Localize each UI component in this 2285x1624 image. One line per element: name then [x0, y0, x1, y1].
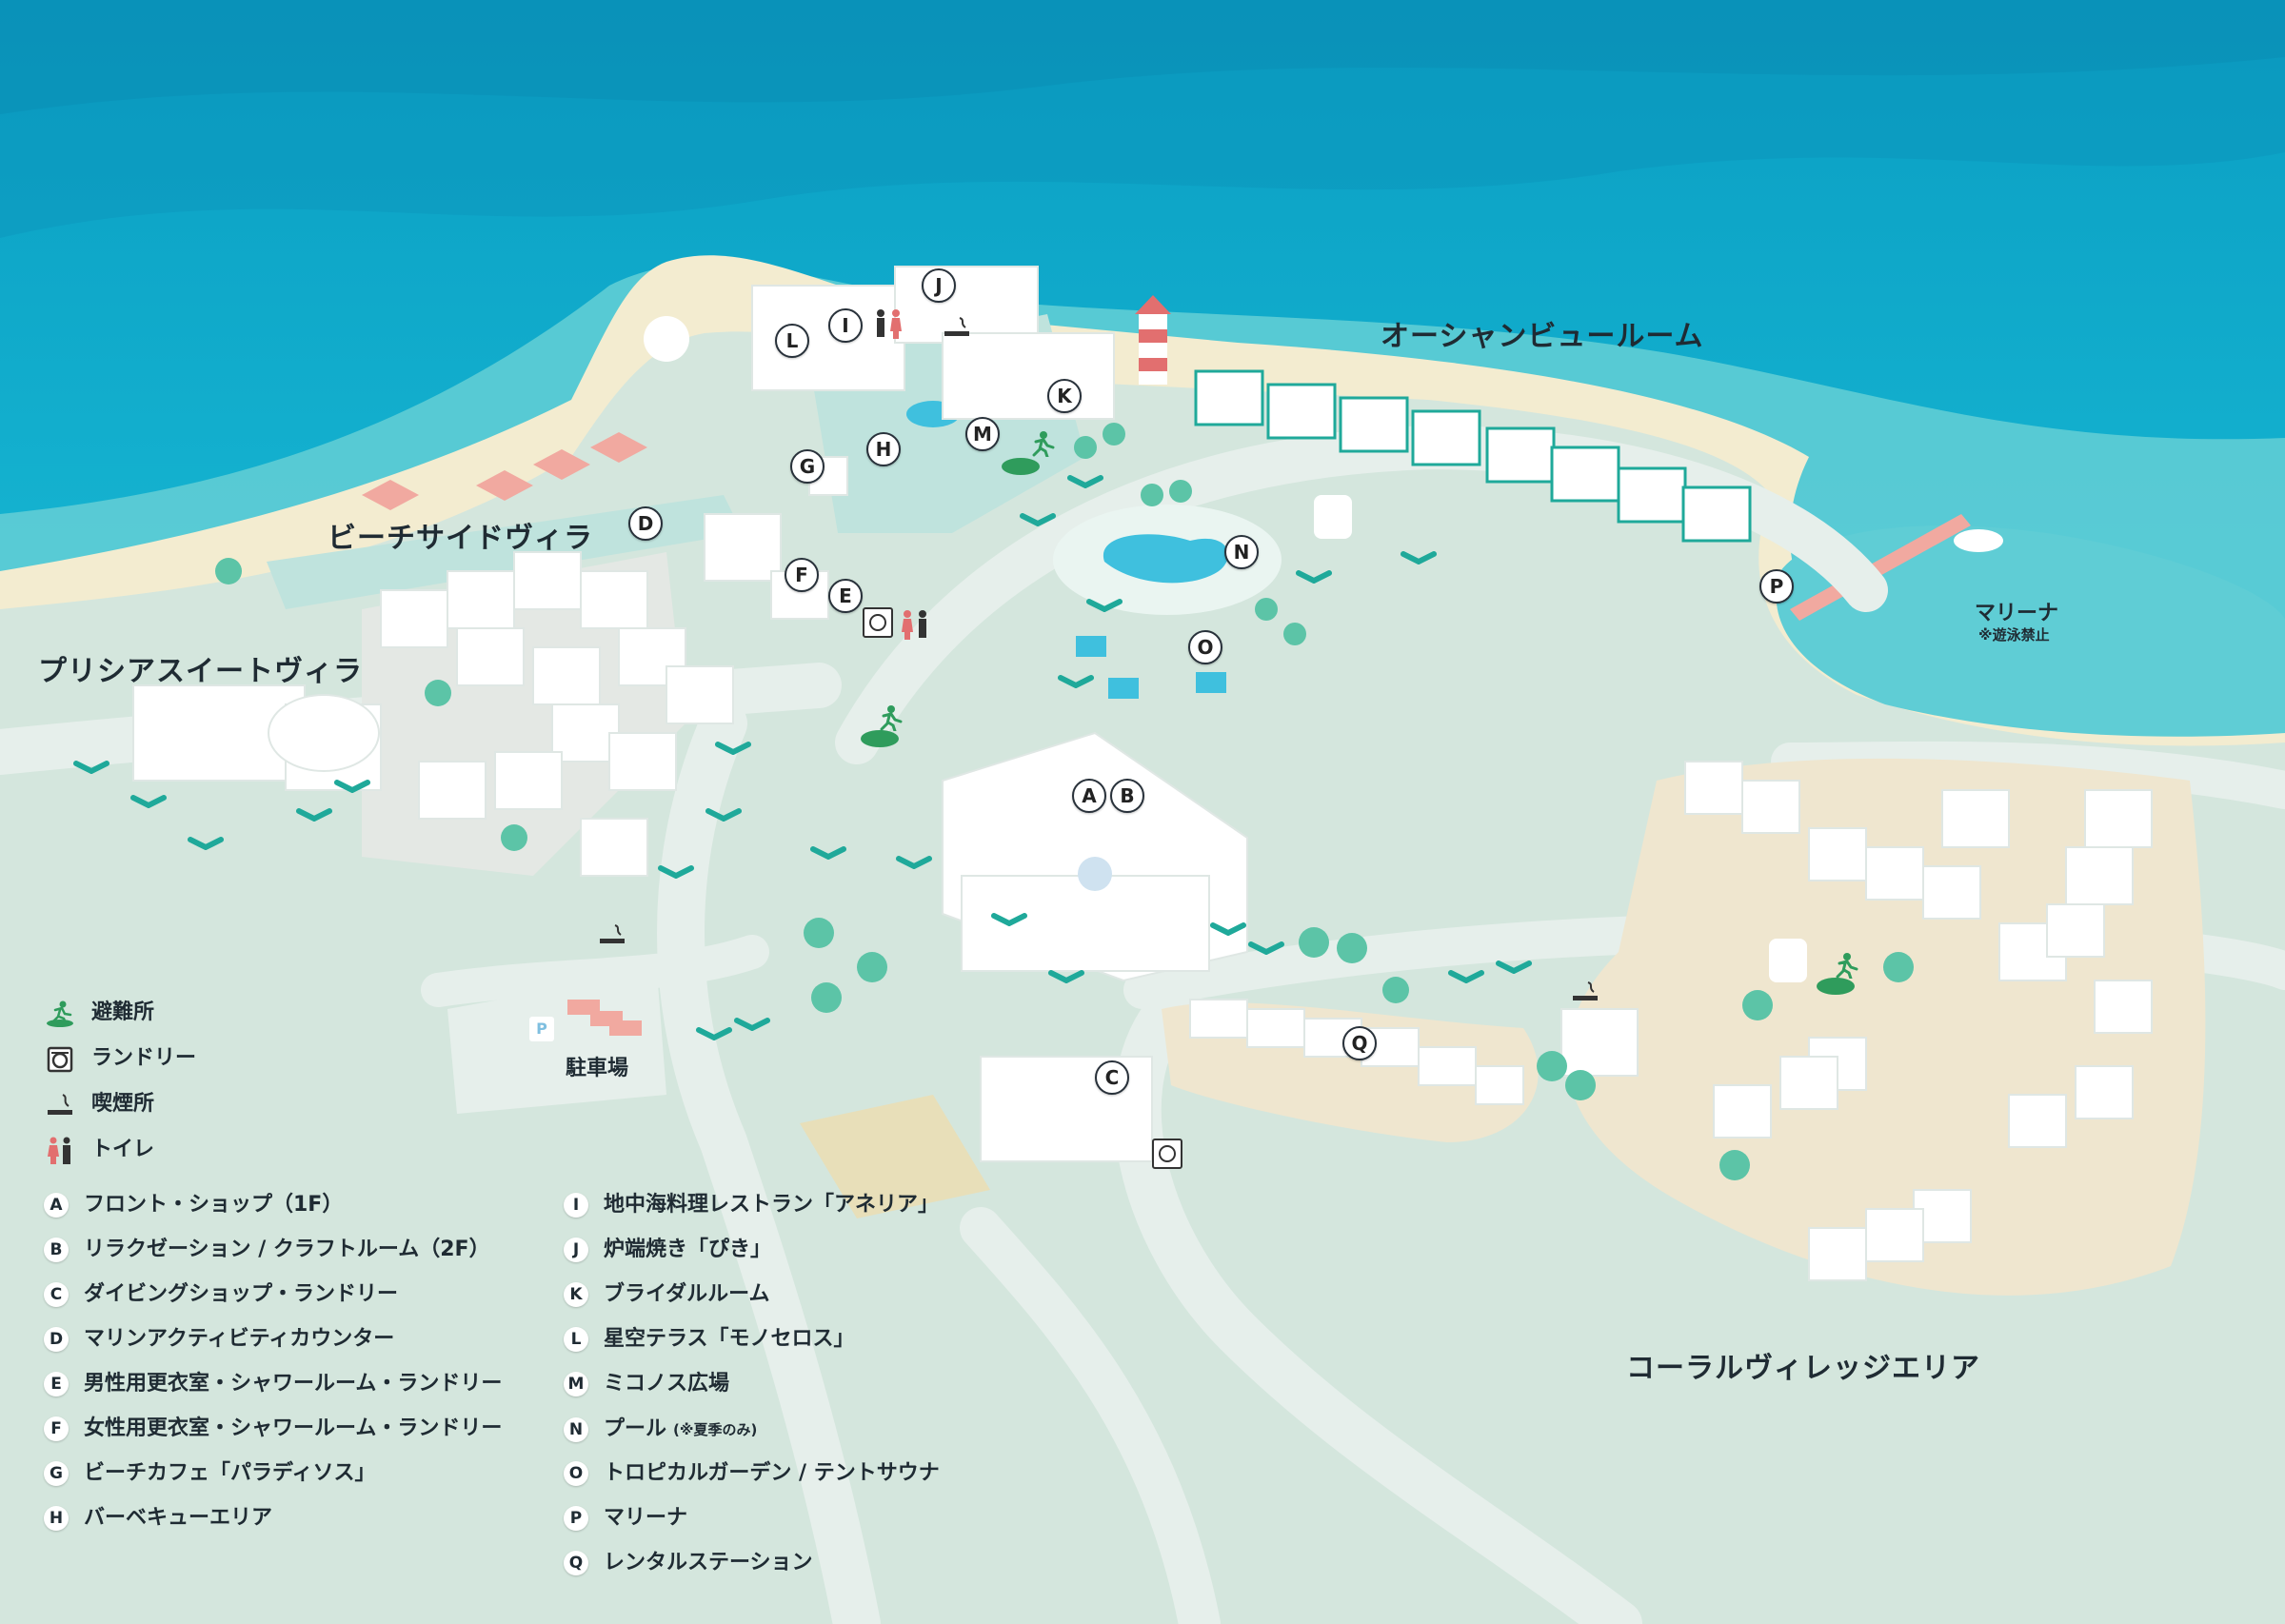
map-marker-q[interactable]: Q: [1342, 1026, 1377, 1060]
beach-umbrellas: [362, 432, 647, 510]
lighthouse: [1139, 314, 1167, 385]
restaurant-complex: [751, 266, 1115, 420]
toilet-icon: [899, 609, 931, 645]
map-marker-n[interactable]: N: [1224, 535, 1259, 569]
toilet-icon: [44, 1136, 76, 1164]
windmill: [1314, 495, 1352, 539]
parking-icon: P: [529, 1017, 554, 1041]
legend-evacuation: 避難所: [44, 998, 154, 1028]
boat: [1954, 529, 2003, 552]
main-pool: [1103, 534, 1228, 584]
area-label-beachside: ビーチサイドヴィラ: [328, 522, 593, 555]
ocean-view-rooms: [1194, 369, 1752, 543]
map-marker-a[interactable]: A: [1072, 779, 1106, 813]
evacuation-icon: [876, 704, 903, 735]
smoking-icon: [44, 1090, 76, 1119]
beach-terrace: [267, 495, 743, 609]
toilet-icon: [872, 308, 904, 345]
coral-village-buildings: [1684, 761, 2153, 1281]
evacuation-icon: [44, 999, 76, 1027]
area-label-marina: マリーナ: [1975, 602, 2059, 625]
evacuation-icon: [1832, 952, 1858, 982]
parking-lot: [447, 971, 666, 1114]
laundry-icon: [1152, 1139, 1182, 1169]
map-marker-m[interactable]: M: [965, 417, 1000, 451]
legend-laundry: ランドリー: [44, 1043, 196, 1074]
parking-label: 駐車場: [566, 1057, 629, 1080]
map-marker-l[interactable]: L: [775, 324, 809, 358]
map-marker-o[interactable]: O: [1188, 630, 1222, 664]
laundry-icon: [863, 607, 893, 638]
map-marker-g[interactable]: G: [790, 449, 825, 484]
gazebo: [644, 316, 689, 362]
rental-station: [1189, 999, 1639, 1105]
terraced-garden: [800, 1095, 990, 1218]
area-label-coral-village: コーラルヴィレッジエリア: [1626, 1352, 1980, 1385]
parked-cars: [567, 1000, 642, 1036]
map-marker-i[interactable]: I: [828, 308, 863, 343]
icon-legend: 避難所 ランドリー 喫煙所 トイレ: [44, 998, 444, 1169]
palm-trees: [73, 475, 1532, 1040]
area-label-prisia-suite: プリシアスイートヴィラ: [38, 655, 363, 688]
map-marker-c[interactable]: C: [1095, 1060, 1129, 1095]
smoking-icon: [943, 316, 971, 343]
map-marker-f[interactable]: F: [785, 558, 819, 592]
smoking-icon: [1571, 980, 1600, 1007]
marina-water: [1776, 525, 2285, 737]
map-marker-d[interactable]: D: [628, 506, 663, 541]
map-marker-b[interactable]: B: [1110, 779, 1144, 813]
map-marker-p[interactable]: P: [1759, 569, 1794, 604]
pier: [1790, 514, 1971, 621]
windmill-2: [1769, 939, 1807, 982]
map-marker-k[interactable]: K: [1047, 379, 1082, 413]
trees: [215, 423, 1914, 1180]
beachside-villas: [380, 456, 848, 877]
map-marker-h[interactable]: H: [866, 432, 901, 466]
area-label-ocean-view: オーシャンビュールーム: [1381, 320, 1704, 353]
evacuation-icon: [1028, 430, 1055, 461]
legend-toilet: トイレ: [44, 1135, 154, 1165]
map-marker-e[interactable]: E: [828, 579, 863, 613]
prisia-suite-villa: [132, 684, 382, 791]
pool-season-note: (※夏季のみ): [673, 1421, 758, 1438]
map-marker-j[interactable]: J: [922, 268, 956, 303]
laundry-icon: [44, 1044, 76, 1073]
smoking-icon: [598, 923, 626, 950]
no-swimming-note: ※遊泳禁止: [1978, 626, 2050, 644]
legend-smoking: 喫煙所: [44, 1089, 154, 1119]
